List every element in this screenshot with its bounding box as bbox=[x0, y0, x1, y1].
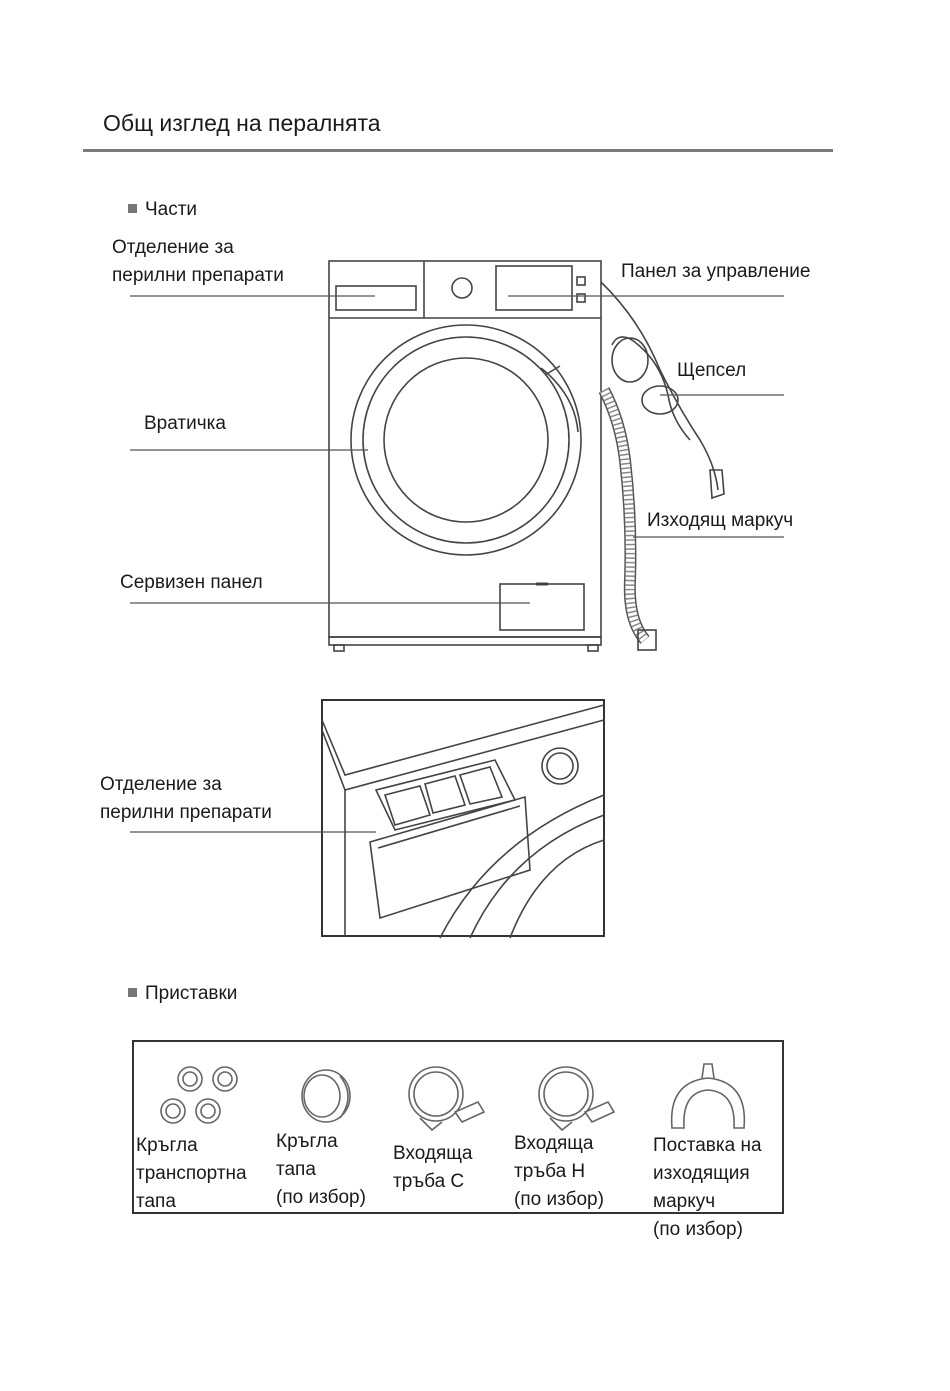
accessory-drain-hose-support-line-4: (по избор) bbox=[653, 1216, 762, 1244]
accessory-round-cap: Кръгла тапа (по избор) bbox=[276, 1128, 366, 1212]
inlet-hose-h-icon bbox=[539, 1067, 614, 1130]
accessory-round-cap-line-1: Кръгла bbox=[276, 1128, 366, 1156]
accessory-drain-hose-support-line-2: изходящия bbox=[653, 1160, 762, 1188]
transport-plug-icon bbox=[161, 1067, 237, 1123]
accessory-drain-hose-support-line-3: маркуч bbox=[653, 1188, 762, 1216]
accessory-transport-plug-line-2: транспортна bbox=[136, 1160, 247, 1188]
accessory-inlet-hose-c: Входяща тръба C bbox=[393, 1140, 472, 1196]
accessory-transport-plug: Кръгла транспортна тапа bbox=[136, 1132, 247, 1216]
inlet-hose-c-icon bbox=[409, 1067, 484, 1130]
accessory-transport-plug-line-1: Кръгла bbox=[136, 1132, 247, 1160]
accessory-transport-plug-line-3: тапа bbox=[136, 1188, 247, 1216]
accessory-round-cap-line-3: (по избор) bbox=[276, 1184, 366, 1212]
drain-hose-support-icon bbox=[672, 1064, 745, 1128]
accessory-inlet-hose-h: Входяща тръба H (по избор) bbox=[514, 1130, 604, 1214]
accessory-inlet-hose-h-line-3: (по избор) bbox=[514, 1186, 604, 1214]
accessory-round-cap-line-2: тапа bbox=[276, 1156, 366, 1184]
accessory-inlet-hose-h-line-2: тръба H bbox=[514, 1158, 604, 1186]
accessory-inlet-hose-c-line-2: тръба C bbox=[393, 1168, 472, 1196]
round-cap-icon bbox=[302, 1070, 350, 1122]
accessory-inlet-hose-c-line-1: Входяща bbox=[393, 1140, 472, 1168]
accessory-drain-hose-support-line-1: Поставка на bbox=[653, 1132, 762, 1160]
accessory-inlet-hose-h-line-1: Входяща bbox=[514, 1130, 604, 1158]
accessory-drain-hose-support: Поставка на изходящия маркуч (по избор) bbox=[653, 1132, 762, 1244]
